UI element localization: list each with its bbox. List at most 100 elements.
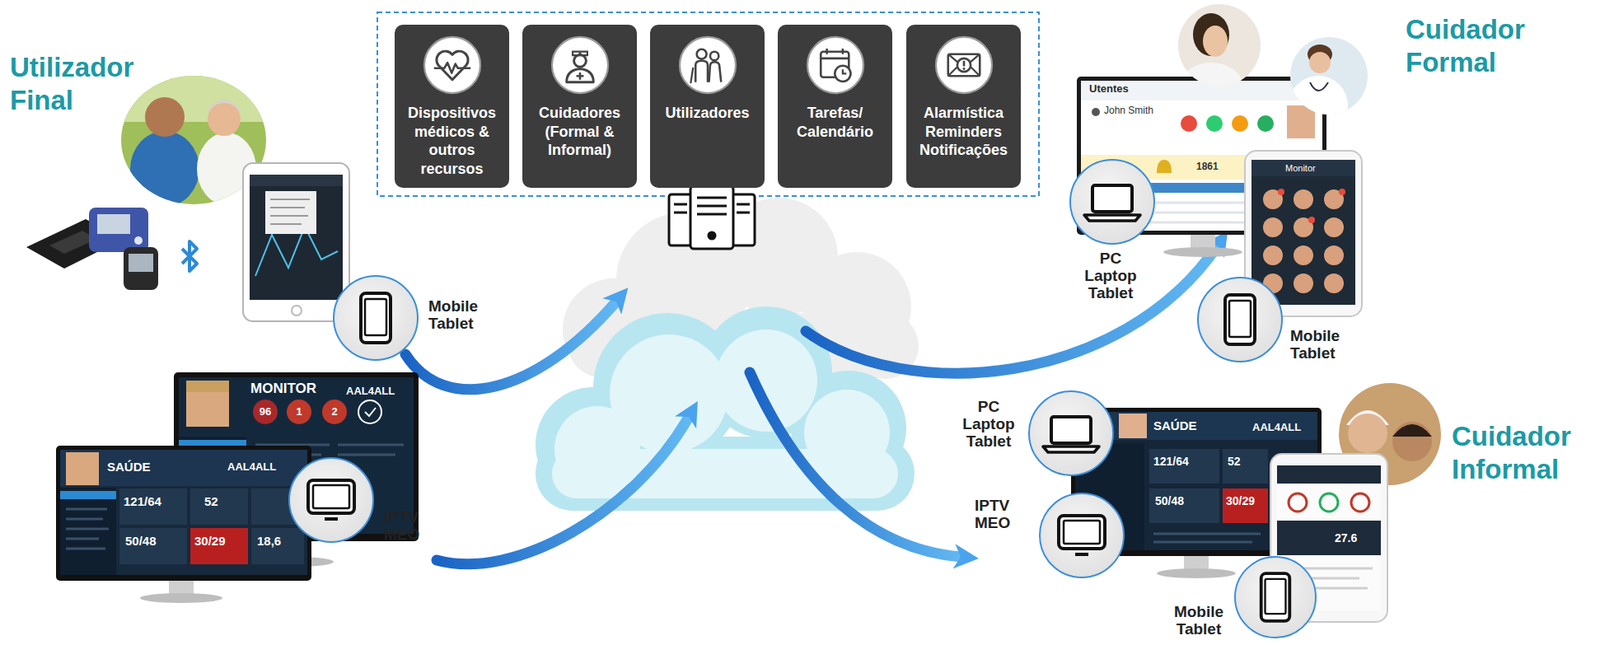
- screen-text: 30/29: [1225, 494, 1255, 508]
- formal-caregiver-photos: [1202, 25, 1228, 57]
- medical-devices: [26, 207, 159, 291]
- end-user-tablet: [249, 174, 343, 300]
- service-tile: Alarmística Reminders Notificações: [906, 24, 1021, 188]
- screen-text: 1: [295, 406, 302, 419]
- device-badge: PC Laptop Tablet: [1028, 390, 1114, 477]
- tile-label: Utilizadores: [654, 103, 761, 123]
- icon-shape: [935, 37, 992, 94]
- icon-shape: [360, 293, 391, 343]
- end-user-monitor-front: [251, 528, 305, 565]
- role-heading: Cuidador Formal: [1405, 13, 1591, 80]
- formal-monitor: [1206, 115, 1223, 132]
- informal-phone: [1351, 493, 1370, 512]
- data-flow-arrows: [436, 416, 689, 565]
- server-icon: [708, 232, 716, 239]
- elderly-couple-photo: [145, 97, 185, 137]
- screen-text: 30/29: [194, 533, 226, 548]
- formal-caregiver-photos: [1176, 2, 1371, 136]
- formal-phone: [1293, 189, 1314, 210]
- screen-text: SAÚDE: [107, 459, 151, 474]
- icon-shape: [806, 37, 863, 94]
- formal-phone: [1323, 273, 1344, 294]
- tile-label: Cuidadores (Formal & Informal): [526, 103, 633, 160]
- end-user-monitor-back: [252, 399, 278, 425]
- informal-monitor: [1118, 413, 1147, 439]
- end-user-tablet: [291, 305, 302, 316]
- informal-monitor: [1149, 488, 1220, 524]
- icon: [677, 34, 739, 96]
- blue-cloud: [552, 449, 899, 499]
- tile-label: Alarmística Reminders Notificações: [910, 103, 1017, 160]
- icon: [1029, 392, 1113, 475]
- screen-text: 18,6: [257, 533, 281, 548]
- blue-cloud: [535, 306, 915, 511]
- informal-monitor: [1153, 533, 1261, 543]
- formal-monitor: [1080, 80, 1323, 101]
- icon: [421, 34, 483, 96]
- formal-monitor: [1156, 159, 1172, 174]
- formal-caregiver-photos: [1309, 51, 1331, 74]
- formal-phone: [1263, 217, 1283, 238]
- formal-phone: [1293, 273, 1314, 294]
- end-user-monitor-front: [56, 445, 312, 604]
- icon: [1071, 160, 1154, 244]
- screen-text: AAL4ALL: [346, 385, 395, 398]
- screen-text: 121/64: [1153, 454, 1189, 468]
- formal-monitor: [1286, 105, 1315, 139]
- formal-phone: [1277, 188, 1285, 196]
- end-user-tablet: [243, 163, 350, 322]
- formal-phone: [1308, 216, 1315, 224]
- screen-text: 50/48: [1155, 494, 1184, 508]
- formal-monitor: [1091, 107, 1100, 117]
- informal-caregiver-photo: [1347, 413, 1388, 454]
- service-tile: Tarefas/ Calendário: [777, 24, 893, 188]
- screen-text: 96: [259, 406, 272, 419]
- formal-phone: [1263, 189, 1344, 294]
- informal-caregiver-photo: [1392, 424, 1432, 437]
- screen-text: SAÚDE: [1153, 418, 1198, 433]
- formal-phone: [1323, 245, 1344, 266]
- icon-shape: [308, 480, 355, 520]
- end-user-monitor-front: [60, 487, 117, 576]
- informal-phone: [1277, 465, 1381, 484]
- icon: [1235, 557, 1315, 637]
- formal-caregiver-photos: [1288, 75, 1348, 136]
- medical-devices: [97, 214, 131, 234]
- end-user-tablet: [249, 174, 343, 187]
- formal-phone: [1263, 245, 1283, 266]
- screen-text: Utentes: [1089, 83, 1129, 96]
- blue-cloud: [609, 334, 729, 454]
- formal-phone: [1338, 188, 1346, 196]
- icon-shape: [423, 37, 480, 94]
- tile-text-block: Dispositivos médicos & outros recursos: [394, 103, 510, 178]
- service-tile: Utilizadores: [650, 24, 765, 188]
- end-user-monitor-front: [119, 528, 188, 565]
- end-user-monitor-back: [286, 399, 312, 425]
- server-icon: [673, 197, 750, 215]
- screen-text: John Smith: [1104, 105, 1154, 117]
- role-heading: Cuidador Informal: [1451, 420, 1596, 487]
- medical-devices: [134, 236, 143, 245]
- end-user-monitor-front: [140, 593, 223, 604]
- server-icon: [690, 186, 734, 249]
- screen-text: 50/48: [125, 533, 157, 548]
- icon: [933, 34, 995, 96]
- device-badge: IPTV MEO: [1038, 492, 1125, 579]
- bluetooth-symbol: [182, 241, 197, 272]
- informal-caregiver-photo: [1392, 421, 1432, 462]
- screen-text: AAL4ALL: [1252, 421, 1301, 435]
- device-label: IPTV MEO: [383, 509, 447, 544]
- role-heading: Utilizador Final: [9, 51, 159, 118]
- formal-caregiver-photos: [1176, 2, 1263, 116]
- screen-text: 52: [204, 494, 219, 509]
- server-icon: [669, 194, 693, 246]
- service-tile: Dispositivos médicos & outros recursos: [394, 24, 510, 188]
- formal-phone: [1323, 217, 1344, 238]
- device-label: IPTV MEO: [974, 497, 1038, 533]
- end-user-monitor-back: [364, 407, 376, 417]
- informal-phone: [1277, 520, 1381, 556]
- blue-cloud: [535, 306, 915, 511]
- end-user-monitor-front: [65, 452, 99, 486]
- tile-text-block: Alarmística Reminders Notificações: [906, 103, 1021, 160]
- services-panel-frame: [377, 12, 1039, 197]
